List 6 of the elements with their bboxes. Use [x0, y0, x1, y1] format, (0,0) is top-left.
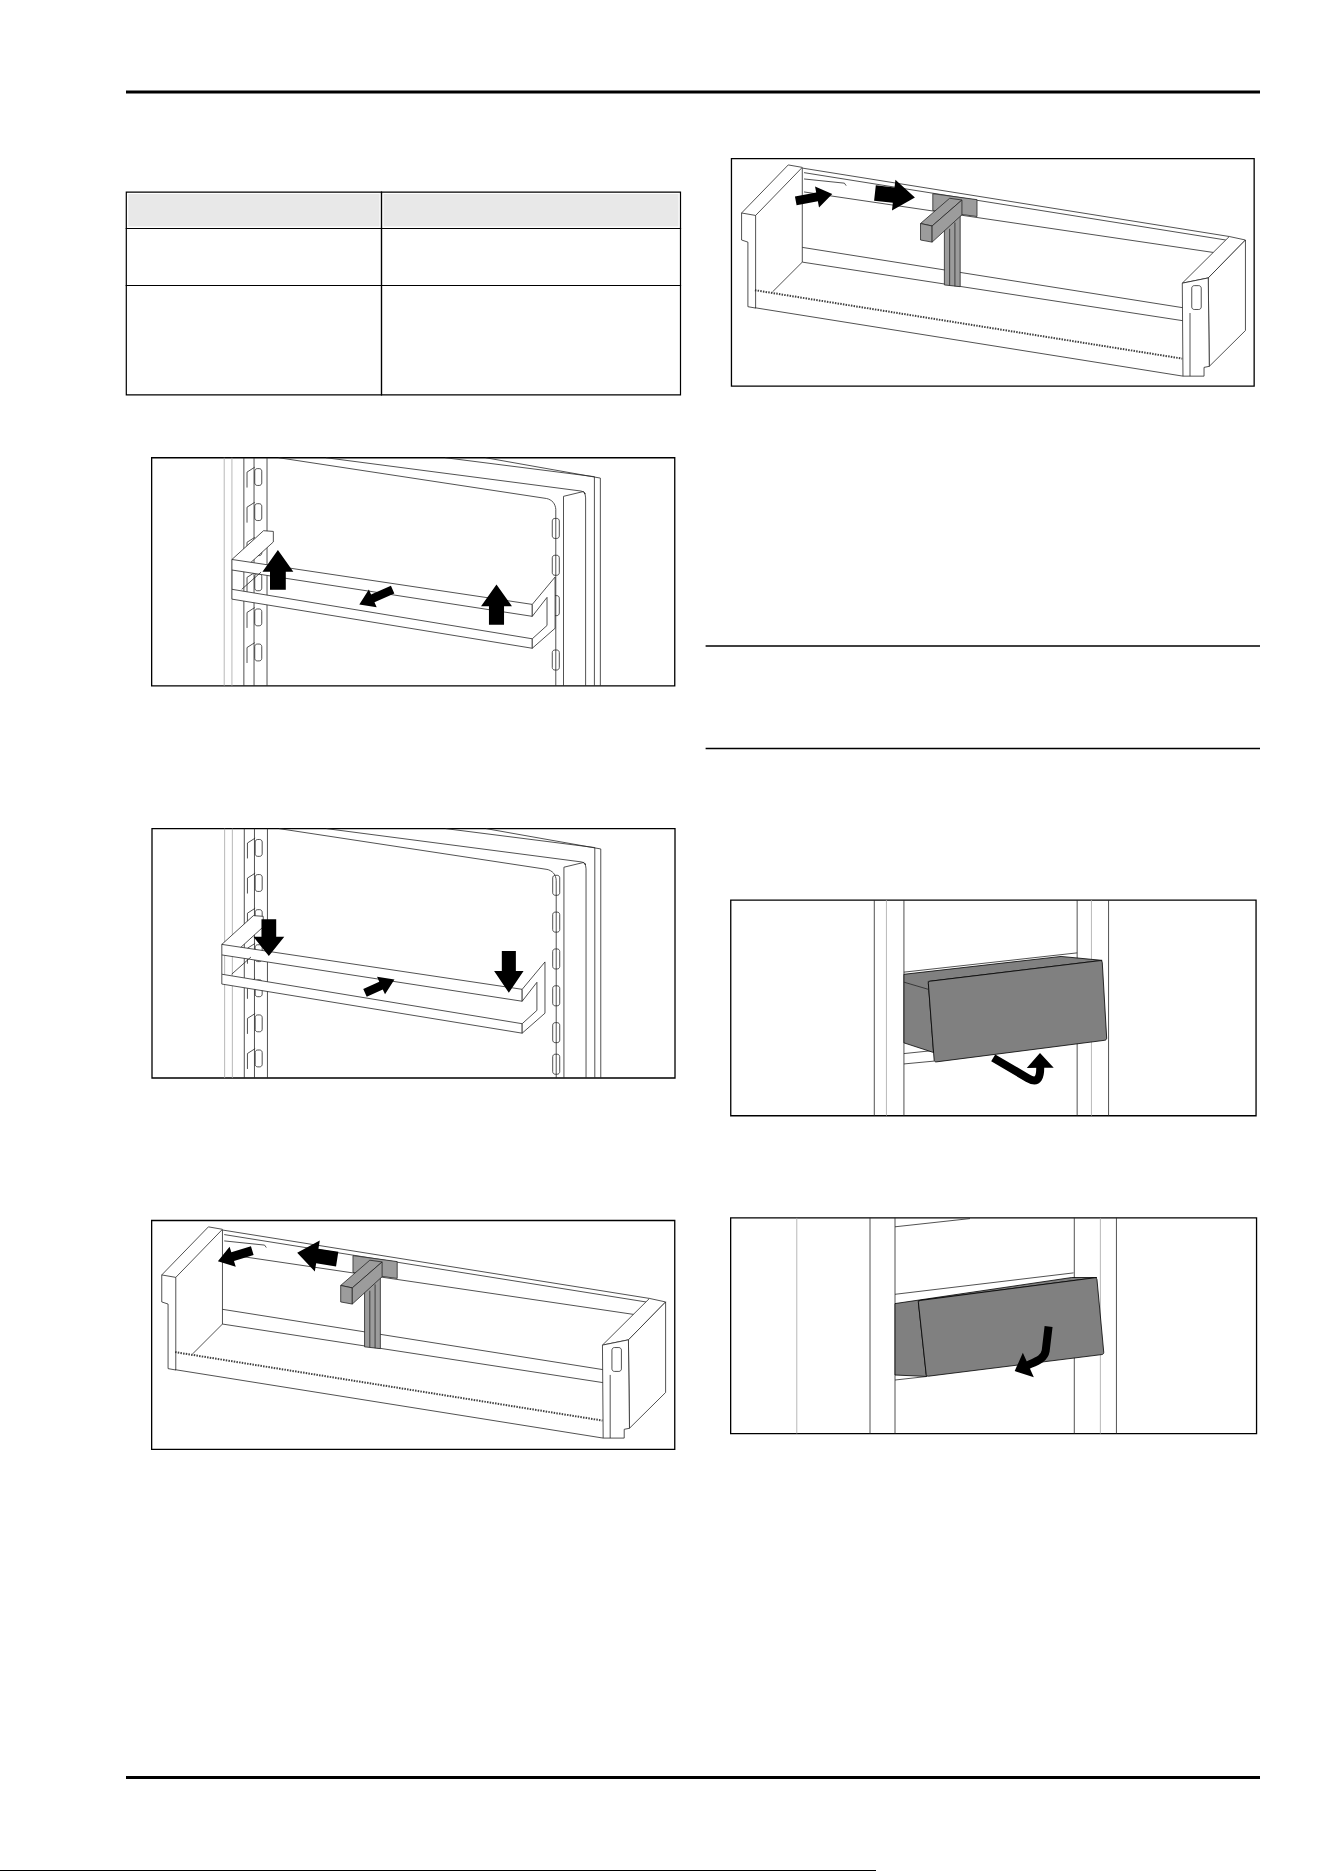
illustration-panel [730, 1217, 1258, 1435]
illustration-panel [730, 157, 1255, 387]
illustration-panel [151, 1219, 676, 1450]
illustration-panel [151, 827, 676, 1079]
illustration-panel [151, 457, 676, 687]
illustration-panel [730, 899, 1257, 1117]
